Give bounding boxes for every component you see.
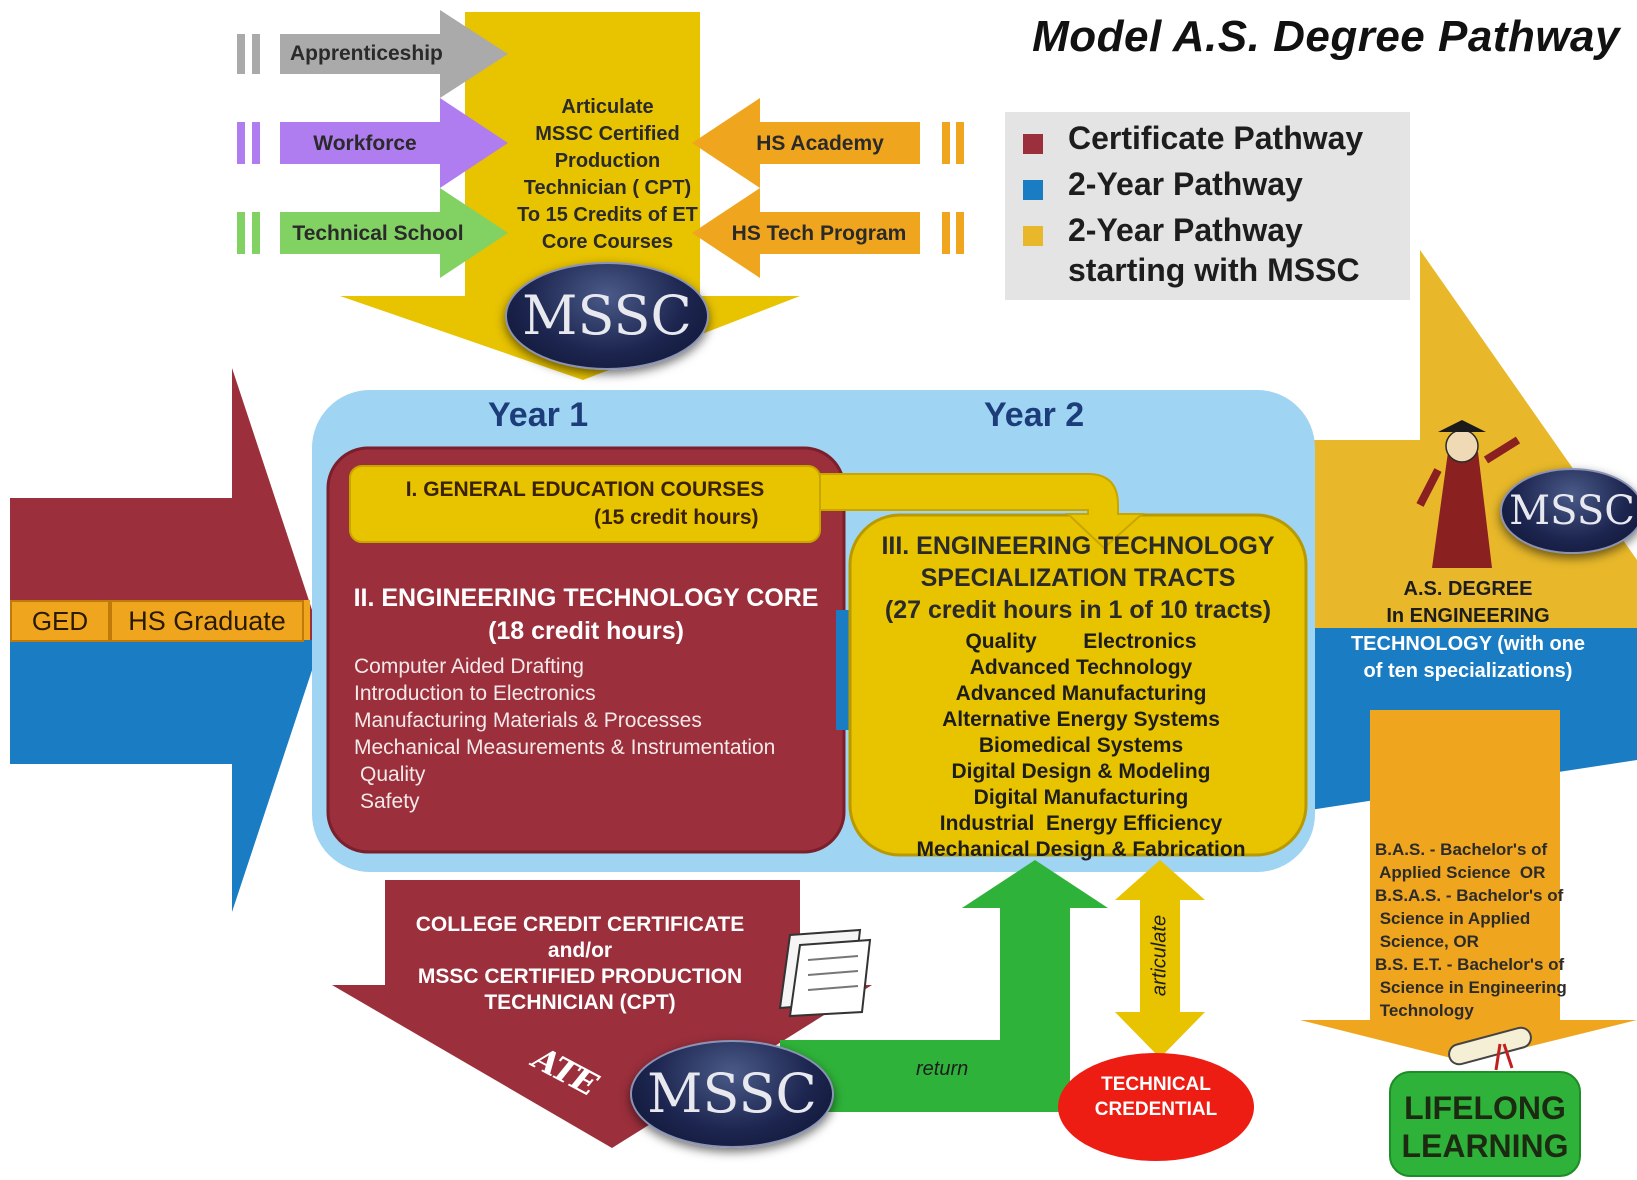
articulate-line: Production	[554, 150, 661, 172]
certificate-line1: COLLEGE CREDIT CERTIFICATE	[415, 913, 745, 936]
certificate-line2: and/or	[547, 939, 613, 962]
core-course: Quality	[360, 763, 426, 786]
mssc-logo-bottom: MSSC	[630, 1040, 834, 1148]
year-2-label: Year 2	[984, 396, 1085, 434]
core-course: Safety	[360, 790, 420, 813]
articulate-arrow	[1115, 860, 1205, 1058]
lifelong-learning-box	[1389, 1071, 1581, 1177]
degree-line2: In ENGINEERING	[1386, 605, 1550, 627]
hs-academy-label: HS Academy	[756, 132, 884, 155]
tract-item: Digital Manufacturing	[973, 786, 1189, 809]
core-course: Manufacturing Materials & Processes	[354, 709, 702, 732]
degree-line4: of ten specializations)	[1363, 660, 1573, 682]
apprenticeship-label: Apprenticeship	[290, 42, 443, 65]
workforce-label: Workforce	[313, 132, 417, 155]
certificate-line3: MSSC CERTIFIED PRODUCTION	[417, 965, 743, 988]
certificate-line4: TECHNICIAN (CPT)	[484, 991, 676, 1014]
gen-ed-box	[349, 465, 821, 543]
bachelor-arrow	[1300, 710, 1637, 1062]
degree-line3: TECHNOLOGY (with one	[1350, 633, 1586, 655]
technical-credential-line2: CREDENTIAL	[1094, 1099, 1218, 1120]
bachelor-line: B.S. E.T. - Bachelor's of	[1375, 955, 1565, 974]
technical-school-label: Technical School	[292, 222, 464, 245]
tract-item: Digital Design & Modeling	[951, 760, 1211, 783]
graduate-figure-icon	[1416, 420, 1521, 568]
certificate-paper-icon	[778, 928, 872, 1018]
tract-item: Biomedical Systems	[978, 734, 1184, 757]
technical-credential-oval	[1058, 1053, 1254, 1161]
lifelong-line1: LIFELONG	[1404, 1090, 1566, 1126]
ged-label: GED	[10, 600, 110, 642]
certificate-arrow	[332, 880, 872, 1148]
specialization-credits: (27 credit hours in 1 of 10 tracts)	[884, 596, 1272, 624]
apprenticeship-arrow	[280, 10, 508, 98]
mssc-logo-top: MSSC	[505, 262, 709, 370]
tract-item: Mechanical Design & Fabrication	[916, 838, 1246, 861]
return-arrow	[780, 860, 1108, 1112]
articulate-line: Technician ( CPT)	[523, 177, 692, 199]
articulate-line: To 15 Credits of ET	[517, 204, 698, 226]
gen-ed-credits: (15 credit hours)	[594, 506, 759, 529]
articulate-mssc-text: Articulate MSSC Certified Production Tec…	[495, 94, 720, 256]
degree-line1: A.S. DEGREE	[1403, 578, 1533, 600]
technical-credential-line1: TECHNICAL	[1101, 1074, 1211, 1095]
hs-graduate-label: HS Graduate	[110, 600, 304, 642]
core-course: Mechanical Measurements & Instrumentatio…	[354, 736, 776, 759]
lifelong-line2: LEARNING	[1401, 1128, 1569, 1164]
tract-item: Advanced Technology	[969, 656, 1193, 679]
core-course: Computer Aided Drafting	[354, 655, 584, 678]
core-course: Introduction to Electronics	[354, 682, 596, 705]
bachelor-line: Science, OR	[1375, 932, 1479, 951]
diploma-icon	[1448, 1026, 1532, 1071]
specialization-title-line1: III. ENGINEERING TECHNOLOGY	[881, 532, 1275, 560]
tract-item: Quality Electronics	[965, 630, 1197, 653]
legend-label-certificate: Certificate Pathway	[1068, 120, 1364, 156]
mssc-logo-right: MSSC	[1500, 468, 1637, 554]
legend-swatch-two-year-mssc	[1023, 226, 1043, 246]
bachelor-line: Technology	[1375, 1001, 1474, 1020]
bachelor-line: Science in Applied	[1375, 909, 1531, 928]
year-1-label: Year 1	[488, 396, 589, 434]
hs-tech-program-arrow	[692, 188, 920, 278]
legend-label-two-year-mssc-line2: starting with MSSC	[1068, 252, 1360, 288]
articulate-line: Core Courses	[541, 231, 674, 253]
articulate-line: Articulate	[561, 96, 654, 118]
bachelor-line: Science in Engineering	[1375, 978, 1567, 997]
core-title: II. ENGINEERING TECHNOLOGY CORE	[353, 584, 819, 612]
articulate-line: MSSC Certified	[535, 123, 680, 145]
tract-item: Alternative Energy Systems	[942, 708, 1220, 731]
legend: Certificate Pathway 2-Year Pathway 2-Yea…	[1005, 112, 1410, 300]
legend-swatch-certificate	[1023, 134, 1043, 154]
hs-tech-program-label: HS Tech Program	[731, 222, 907, 245]
legend-label-two-year: 2-Year Pathway	[1068, 166, 1303, 202]
bachelor-line: B.S.A.S. - Bachelor's of	[1375, 886, 1564, 905]
gen-ed-title: I. GENERAL EDUCATION COURSES	[405, 478, 765, 501]
entry-arrow-blue	[10, 640, 322, 912]
legend-label-two-year-mssc: 2-Year Pathway	[1068, 212, 1303, 248]
entry-arrow-maroon	[10, 368, 322, 640]
bachelor-line: Applied Science OR	[1375, 863, 1546, 882]
tract-item: Advanced Manufacturing	[955, 682, 1207, 705]
technical-school-arrow	[280, 188, 508, 278]
specialization-title-line2: SPECIALIZATION TRACTS	[920, 564, 1236, 592]
workforce-arrow	[280, 98, 508, 188]
hs-academy-arrow	[692, 98, 920, 188]
bachelor-line: B.A.S. - Bachelor's of	[1375, 840, 1548, 859]
legend-swatch-two-year	[1023, 180, 1043, 200]
return-label: return	[916, 1058, 969, 1080]
page-title: Model A.S. Degree Pathway	[1032, 12, 1620, 61]
tract-item: Industrial Energy Efficiency	[939, 812, 1223, 835]
articulate-label: articulate	[1148, 914, 1171, 997]
core-credits: (18 credit hours)	[488, 617, 684, 645]
